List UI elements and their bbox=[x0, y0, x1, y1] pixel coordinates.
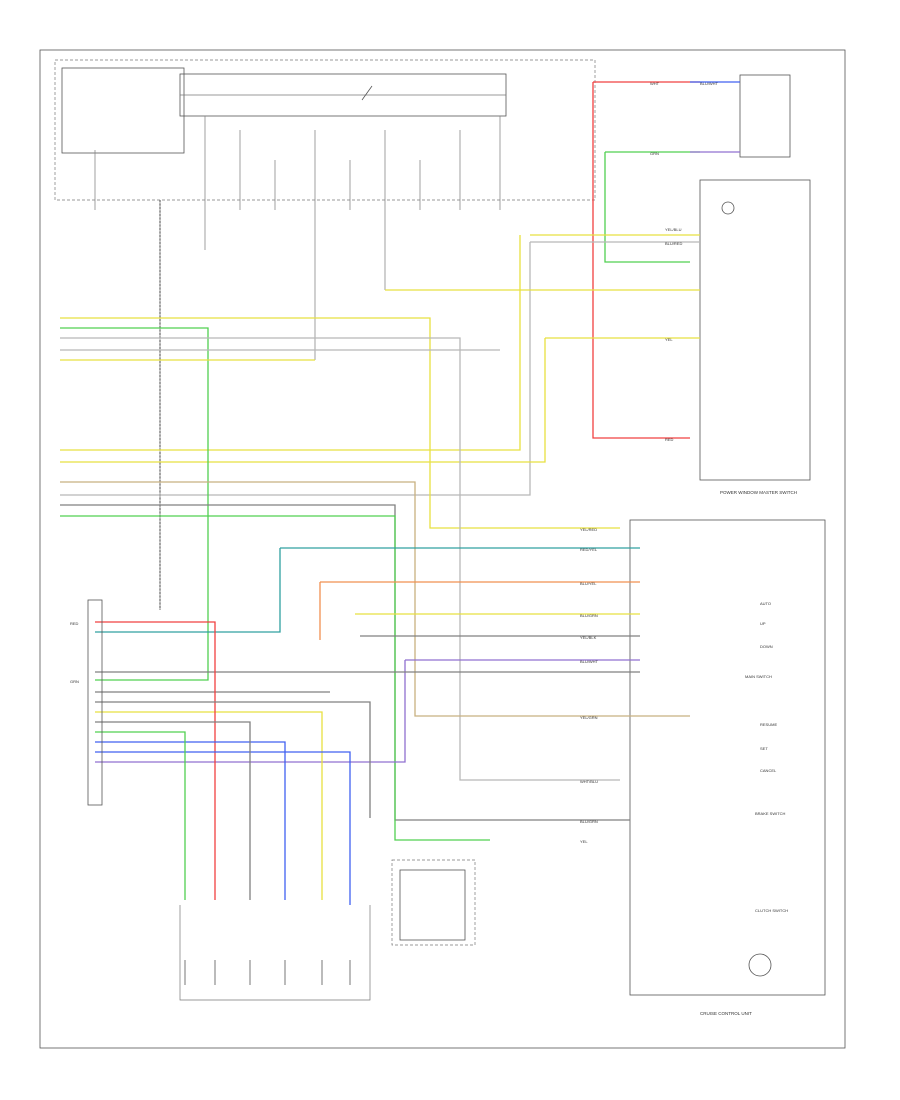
top-switch-contact bbox=[361, 85, 373, 101]
right-switch-label-6: CANCEL bbox=[760, 768, 777, 773]
wire-tan-left bbox=[60, 481, 690, 717]
top-module-pins bbox=[94, 116, 501, 610]
right-switch-box bbox=[699, 179, 811, 481]
wire-label-0: WHT bbox=[650, 81, 660, 86]
wire-teal bbox=[95, 547, 640, 633]
wire-label-11: YEL/BLK bbox=[580, 635, 597, 640]
wire-label-13: GRN bbox=[70, 679, 79, 684]
wire-label-4: BLU/RED bbox=[665, 241, 682, 246]
bottom-switch-bracket bbox=[179, 905, 371, 1001]
wire-gray-left-3 bbox=[60, 504, 630, 821]
wire-label-14: BLU/WHT bbox=[580, 659, 599, 664]
cruise-unit-caption: CRUISE CONTROL UNIT bbox=[700, 1011, 752, 1016]
wire-gray-right bbox=[60, 241, 700, 496]
top-right-relay-box bbox=[739, 74, 791, 158]
wire-orange bbox=[319, 581, 640, 640]
master-switch-box bbox=[629, 519, 826, 996]
wire-label-3: YEL/BLU bbox=[665, 227, 682, 232]
wire-yellow-right bbox=[60, 234, 700, 451]
top-module-dashed-box bbox=[54, 59, 596, 201]
buzzer-icon bbox=[748, 953, 772, 977]
wire-label-7: YEL/RED bbox=[580, 527, 597, 532]
wire-gray-left-1 bbox=[60, 337, 620, 781]
wires bbox=[60, 81, 740, 905]
wire-blue-module-2 bbox=[95, 751, 351, 905]
wire-red-module bbox=[95, 621, 216, 900]
master-switch-caption: POWER WINDOW MASTER SWITCH bbox=[720, 490, 797, 495]
right-switch-label-4: RESUME bbox=[760, 722, 777, 727]
wire-label-1: BLU/WHT bbox=[700, 81, 719, 86]
wire-label-10: BLU/GRN bbox=[580, 613, 598, 618]
right-switch-label-3: MAIN SWITCH bbox=[745, 674, 772, 679]
wire-label-16: WHT/BLU bbox=[580, 779, 598, 784]
motor-box-bracket bbox=[391, 859, 476, 946]
wire-yellow-bottom bbox=[95, 711, 323, 900]
wire-red-top bbox=[592, 81, 700, 439]
diagram-frame bbox=[39, 49, 846, 1049]
wire-label-8: RED/YEL bbox=[580, 547, 598, 552]
wire-label-18: YEL bbox=[580, 839, 588, 844]
wire-labels: WHT BLU/WHT GRN YEL/BLU BLU/RED YEL RED … bbox=[70, 81, 719, 844]
right-switch-label-2: DOWN bbox=[760, 644, 773, 649]
bottom-switch-contacts bbox=[184, 960, 351, 985]
left-connector-block bbox=[87, 599, 103, 806]
top-left-relay-box bbox=[61, 67, 185, 154]
wire-gray-module bbox=[95, 701, 371, 818]
wire-label-6: RED bbox=[665, 437, 674, 442]
right-switch-labels: AUTO UP DOWN MAIN SWITCH RESUME SET CANC… bbox=[745, 601, 788, 913]
wire-purple-switch bbox=[95, 659, 640, 763]
indicator-lamp bbox=[721, 201, 735, 215]
wire-label-9: BLU/YEL bbox=[580, 581, 597, 586]
right-switch-label-8: CLUTCH SWITCH bbox=[755, 908, 788, 913]
wire-blue-module bbox=[95, 741, 286, 900]
wire-label-12: RED bbox=[70, 621, 79, 626]
wire-label-2: GRN bbox=[650, 151, 659, 156]
wire-label-5: YEL bbox=[665, 337, 673, 342]
wire-green-top bbox=[604, 151, 700, 263]
right-switch-label-1: UP bbox=[760, 621, 766, 626]
wire-green-bottom bbox=[60, 515, 490, 841]
right-switch-label-5: SET bbox=[760, 746, 768, 751]
wire-gray-module-2 bbox=[95, 721, 251, 900]
wire-green-left bbox=[60, 327, 209, 681]
wire-label-17: BLU/GRN bbox=[580, 819, 598, 824]
wire-yellow-lower bbox=[60, 337, 700, 463]
right-switch-label-0: AUTO bbox=[760, 601, 771, 606]
motor-box bbox=[399, 869, 466, 941]
wire-yellow-left-1 bbox=[60, 317, 620, 529]
right-switch-label-7: BRAKE SWITCH bbox=[755, 811, 786, 816]
wire-green-module bbox=[95, 731, 186, 900]
wire-label-15: YEL/GRN bbox=[580, 715, 598, 720]
